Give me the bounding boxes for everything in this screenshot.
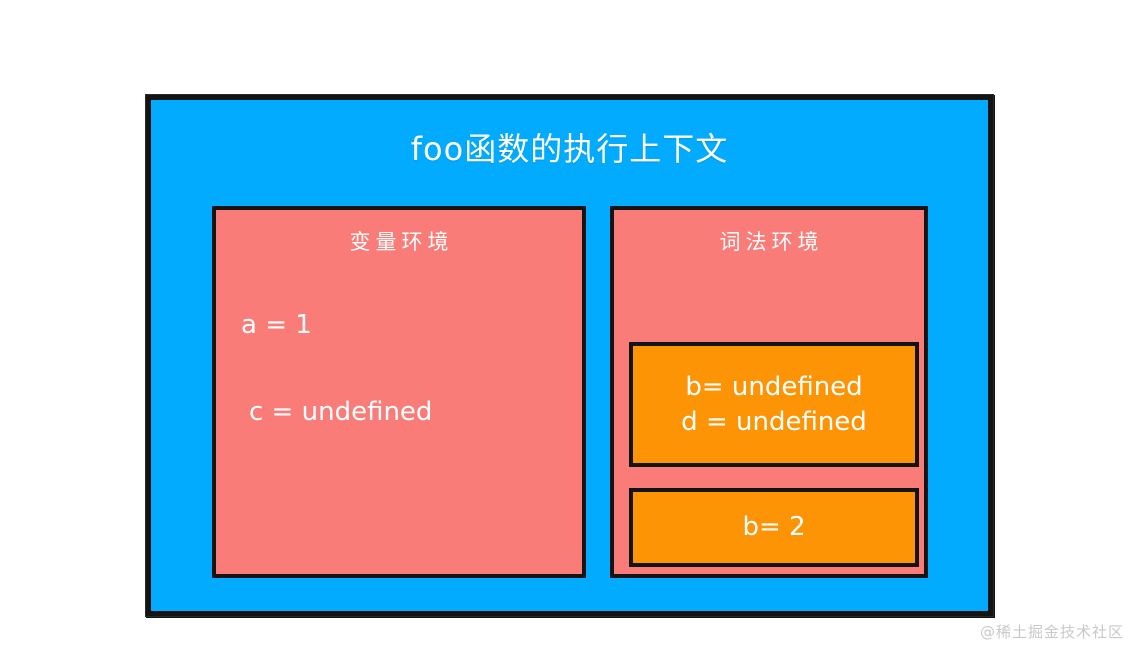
variable-entry: c = undefined (249, 397, 433, 428)
variable-environment-entry-list: a = 1 c = undefined (241, 310, 570, 428)
binding-entry: d = undefined (681, 406, 867, 437)
lexical-binding-box: b= undefined d = undefined (629, 342, 919, 467)
lexical-binding-box: b= 2 (629, 488, 919, 567)
watermark: @稀土掘金技术社区 (979, 623, 1124, 641)
execution-context-box: foo函数的执行上下文 变量环境 a = 1 c = undefined 词法环… (146, 95, 993, 616)
lexical-environment-panel: 词法环境 b= undefined d = undefined b= 2 (610, 206, 928, 578)
execution-context-title: foo函数的执行上下文 (410, 130, 729, 168)
variable-environment-title: 变量环境 (349, 230, 454, 254)
variable-entry: a = 1 (241, 310, 312, 340)
binding-entry: b= 2 (742, 512, 806, 543)
binding-entry: b= undefined (685, 372, 863, 403)
lexical-environment-title: 词法环境 (719, 230, 824, 254)
variable-environment-panel: 变量环境 a = 1 c = undefined (212, 206, 586, 578)
